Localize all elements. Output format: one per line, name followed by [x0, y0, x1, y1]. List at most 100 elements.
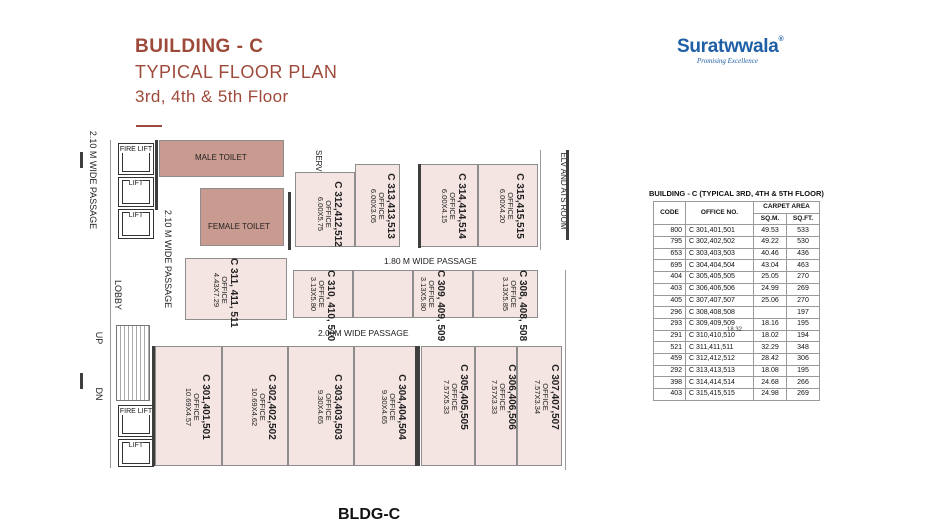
office-code: C 306,406,506	[506, 364, 517, 430]
cell-sqft: 269	[786, 282, 820, 296]
cell-sqft: 463	[786, 259, 820, 273]
cell-code: 795	[653, 236, 686, 249]
cell-sqm: 49.53	[753, 224, 787, 238]
office-code: C 312,412,512	[332, 181, 343, 247]
cell-office: C 306,406,506	[685, 282, 754, 296]
title-plan-type: TYPICAL FLOOR PLAN	[135, 62, 338, 82]
office-size: 10.69X4.57	[184, 387, 193, 427]
office-308	[413, 270, 473, 318]
cell-office: C 310,410,510	[685, 329, 754, 343]
office-code: C 311, 411, 511	[228, 258, 239, 328]
office-code: C 310, 410, 510	[325, 270, 336, 342]
fire-lift-top: FIRE LIFT	[118, 143, 154, 175]
cell-sqft: 530	[786, 236, 820, 249]
office-type: OFFICE	[427, 280, 436, 308]
office-303	[288, 346, 354, 466]
office-307	[517, 346, 562, 466]
office-type: OFFICE	[541, 383, 550, 411]
logo-name: Suratwwala®	[677, 36, 787, 58]
wall	[540, 150, 541, 250]
office-code: C 308, 408, 508	[517, 270, 528, 342]
wall	[565, 270, 566, 470]
logo-tagline: Promising Excellence	[697, 57, 758, 65]
cell-sqft: 270	[786, 271, 820, 284]
cell-code: 292	[653, 364, 686, 378]
cell-sqm	[753, 306, 787, 319]
cell-office: C 313,413,513	[685, 364, 754, 378]
cell-office: C 309,409,509	[685, 317, 754, 331]
cell-sqft: 195	[786, 364, 820, 378]
cell-sqm: 24.98	[753, 388, 787, 401]
office-type: OFFICE	[258, 393, 267, 421]
cell-sqm: 25.06	[753, 294, 787, 308]
lift-bottom: LIFT	[118, 439, 154, 467]
cell-code: 293	[653, 317, 686, 331]
passage-label-inner: 2.10 M WIDE PASSAGE	[163, 209, 173, 309]
area-table: CODE OFFICE NO. CARPET AREA SQ.M. SQ.FT.…	[653, 200, 820, 401]
office-type: OFFICE	[506, 192, 515, 220]
stairs-down-label: DN	[94, 387, 104, 401]
wall	[288, 192, 291, 250]
wall	[152, 346, 155, 466]
lift-label: LIFT	[128, 212, 144, 219]
female-toilet	[200, 188, 284, 246]
cell-sqm: 24.99	[753, 282, 787, 296]
cell-code: 403	[653, 388, 686, 401]
office-302	[222, 346, 288, 466]
cell-code: 403	[653, 282, 686, 296]
cell-code: 398	[653, 376, 686, 389]
cell-sqm: 24.68	[753, 376, 787, 389]
office-code: C 307,407,507	[549, 364, 560, 430]
office-type: OFFICE	[450, 383, 459, 411]
wall	[80, 373, 83, 389]
lift-label: LIFT	[128, 442, 144, 449]
office-311	[185, 258, 287, 320]
lift-top-1: LIFT	[118, 177, 154, 207]
office-type: OFFICE	[192, 393, 201, 421]
wall	[155, 140, 158, 210]
cell-office: C 302,402,502	[685, 236, 754, 249]
cell-code: 695	[653, 259, 686, 273]
office-size: 4.43X7.29	[212, 272, 221, 308]
office-314	[420, 164, 478, 247]
cell-office: C 307,407,507	[685, 294, 754, 308]
office-code: C 315,415,515	[514, 173, 525, 239]
wall	[418, 164, 421, 248]
cell-sqm: 32.29	[753, 341, 787, 354]
lobby-label: LOBBY	[113, 279, 123, 310]
building-label: BLDG-C	[338, 506, 401, 523]
office-301	[155, 346, 222, 466]
cell-office: C 304,404,504	[685, 259, 754, 273]
logo-text: Suratwwala	[677, 36, 779, 57]
cell-sqft: 195	[786, 317, 820, 331]
brand-logo: Suratwwala® Promising Excellence	[677, 36, 787, 65]
cell-code: 405	[653, 294, 686, 308]
office-305	[421, 346, 475, 466]
cell-code: 653	[653, 247, 686, 261]
cell-sqft: 436	[786, 247, 820, 261]
header-code: CODE	[653, 200, 686, 226]
office-309	[353, 270, 413, 318]
cell-sqm: 18.02	[753, 329, 787, 343]
cell-code: 459	[653, 352, 686, 366]
office-310	[293, 270, 353, 318]
office-type: OFFICE	[324, 200, 333, 228]
cell-office: C 308,408,508	[685, 306, 754, 319]
